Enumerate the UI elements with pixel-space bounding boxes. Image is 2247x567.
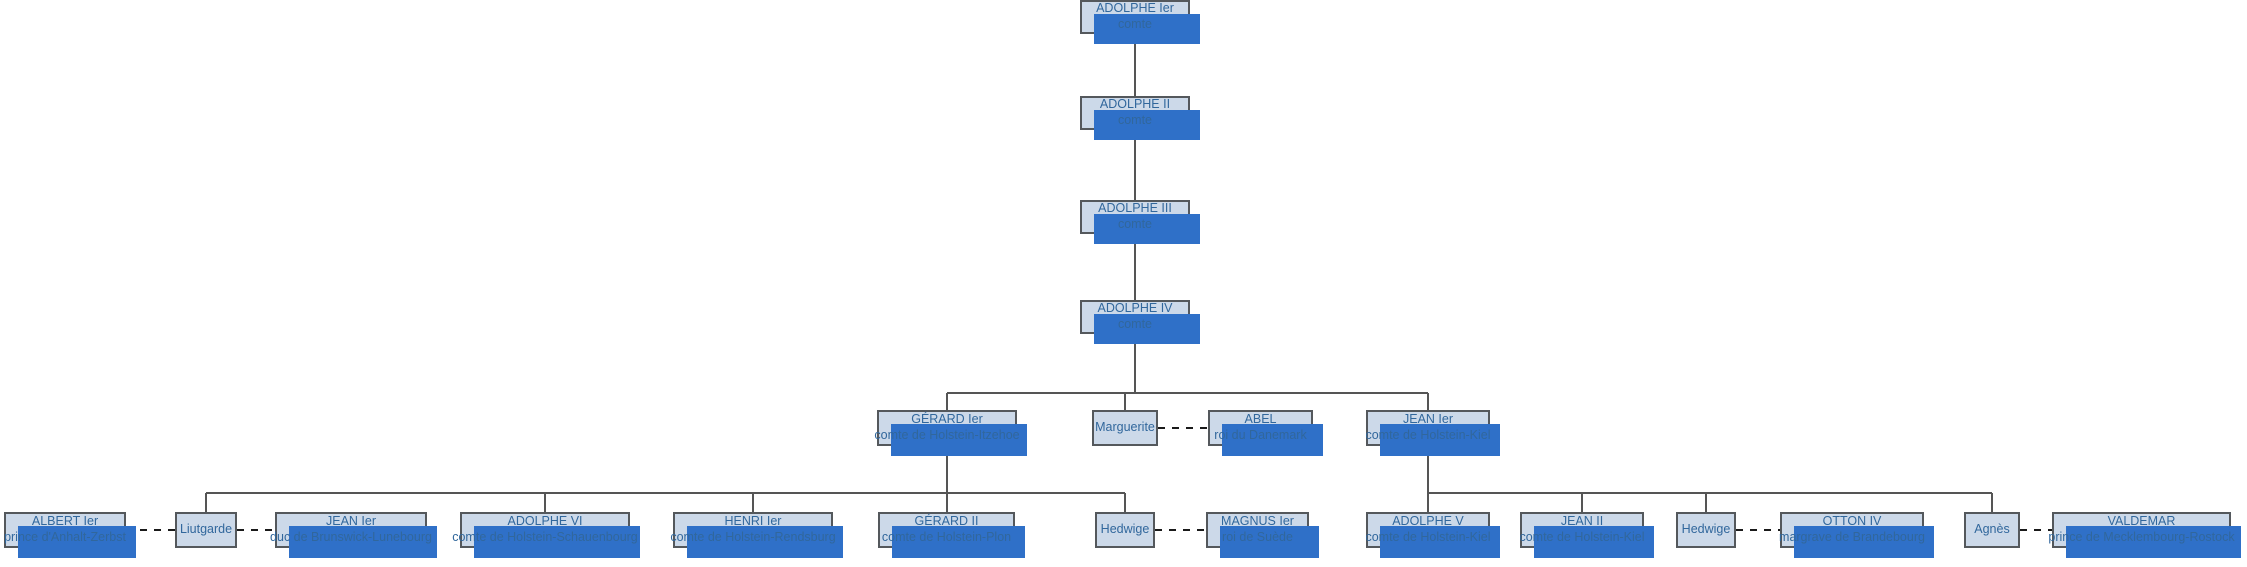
person-title: comte de Holstein-Kiel	[1365, 530, 1491, 544]
person-name: OTTON IV	[1822, 514, 1882, 529]
person-title: prince de Mecklembourg-Rostock	[2048, 530, 2235, 544]
person-node-marguerite[interactable]: Marguerite	[1092, 410, 1158, 446]
person-name: JEAN Ier	[325, 514, 376, 529]
person-name: ALBERT Ier	[31, 514, 99, 529]
person-name: VALDEMAR	[2107, 514, 2176, 529]
person-name: Marguerite	[1095, 420, 1155, 435]
person-title: comte	[1117, 317, 1153, 331]
person-node-hedwige2[interactable]: Hedwige	[1676, 512, 1736, 548]
person-name: GÉRARD II	[914, 514, 979, 529]
person-node-liutgarde[interactable]: Liutgarde	[175, 512, 237, 548]
person-title: roi du Danemark	[1214, 428, 1307, 442]
person-name: MAGNUS Ier	[1221, 514, 1294, 529]
person-name: Hedwige	[1100, 522, 1150, 537]
person-name: JEAN II	[1560, 514, 1604, 529]
person-node-hedwige1[interactable]: Hedwige	[1095, 512, 1155, 548]
person-title: prince d'Anhalt-Zerbst	[4, 530, 126, 544]
person-title: margrave de Brandebourg	[1779, 530, 1925, 544]
person-name: ADOLPHE VI	[507, 514, 583, 529]
person-name: JEAN Ier	[1402, 412, 1453, 427]
person-name: HENRI Ier	[724, 514, 782, 529]
person-name: Hedwige	[1681, 522, 1731, 537]
person-title: roi de Suède	[1222, 530, 1293, 544]
person-title: comte de Holstein-Rendsburg	[670, 530, 836, 544]
person-name: ADOLPHE Ier	[1096, 1, 1174, 16]
person-title: comte de Holstein-Schauenbourg	[452, 530, 638, 544]
person-title: duc de Brunswick-Lunebourg	[270, 530, 432, 544]
person-node-agnes[interactable]: Agnès	[1964, 512, 2020, 548]
person-name: GÉRARD Ier	[911, 412, 983, 427]
person-name: Liutgarde	[179, 522, 233, 537]
person-title: comte	[1117, 17, 1153, 31]
person-title: comte de Holstein-Itzehoe	[874, 428, 1020, 442]
person-name: ABEL	[1244, 412, 1277, 427]
person-title: comte de Holstein-Kiel	[1519, 530, 1645, 544]
person-title: comte de Holstein-Plon	[881, 530, 1012, 544]
person-title: comte de Holstein-Kiel	[1365, 428, 1491, 442]
person-name: Agnès	[1974, 522, 2010, 537]
person-name: ADOLPHE IV	[1097, 301, 1173, 316]
person-name: ADOLPHE III	[1098, 201, 1172, 216]
person-title: comte	[1117, 113, 1153, 127]
person-name: ADOLPHE V	[1392, 514, 1464, 529]
person-title: comte	[1117, 217, 1153, 231]
person-name: ADOLPHE II	[1099, 97, 1171, 112]
